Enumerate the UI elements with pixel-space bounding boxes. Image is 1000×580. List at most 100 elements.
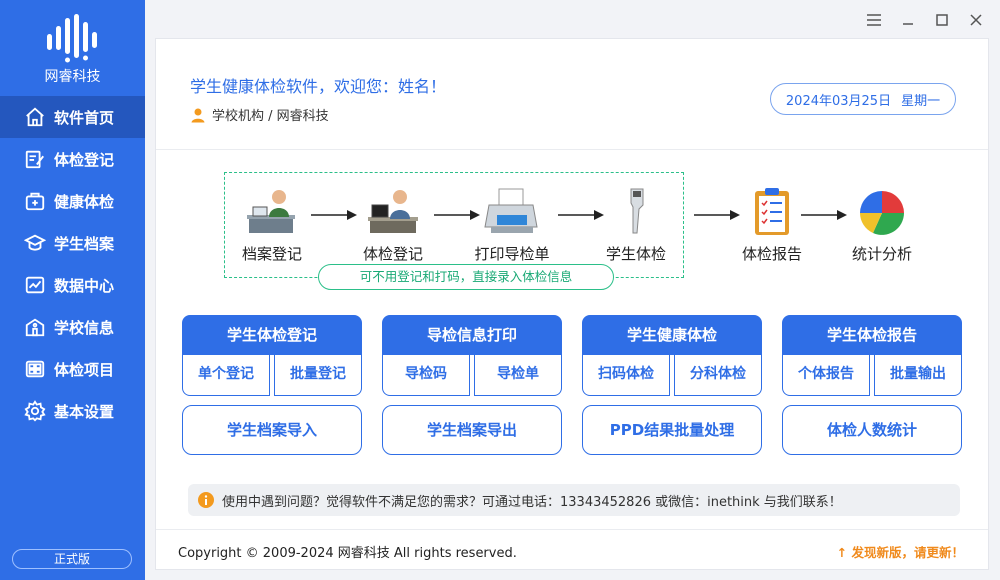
arrow-right-icon bbox=[434, 210, 480, 220]
divider bbox=[156, 149, 988, 150]
maximize-icon bbox=[936, 14, 948, 26]
sidebar-item-label: 数据中心 bbox=[54, 276, 115, 295]
arrow-right-icon bbox=[311, 210, 357, 220]
update-link[interactable]: ↑ 发现新版，请更新！ bbox=[836, 545, 964, 560]
sidebar-item-label: 软件首页 bbox=[54, 108, 115, 127]
minimize-button[interactable] bbox=[894, 8, 922, 32]
pie-chart-icon bbox=[860, 191, 904, 235]
arrow-right-icon bbox=[801, 210, 847, 220]
printer-icon bbox=[484, 188, 538, 233]
archive-register-icon bbox=[247, 190, 295, 233]
sidebar-nav: 软件首页 体检登记 健康体检 学生档案 数据中心 bbox=[0, 96, 145, 432]
info-icon bbox=[198, 492, 214, 508]
maximize-button[interactable] bbox=[928, 8, 956, 32]
sidebar-item-health-exam[interactable]: 健康体检 bbox=[0, 180, 145, 222]
sidebar-item-registration[interactable]: 体检登记 bbox=[0, 138, 145, 180]
grid-icon bbox=[24, 358, 46, 380]
step-exam-report[interactable]: 体检报告 bbox=[722, 187, 822, 264]
edition-badge: 正式版 bbox=[12, 549, 132, 569]
import-records-button[interactable]: 学生档案导入 bbox=[182, 405, 362, 455]
individual-report-button[interactable]: 个体报告 bbox=[782, 355, 870, 396]
sidebar-item-label: 学生档案 bbox=[54, 234, 115, 253]
group-title: 学生体检报告 bbox=[782, 315, 962, 355]
sidebar-item-label: 体检登记 bbox=[54, 150, 115, 169]
org-text: 学校机构 / 网睿科技 bbox=[212, 109, 329, 124]
brand-name: 网睿科技 bbox=[44, 69, 101, 85]
export-records-button[interactable]: 学生档案导出 bbox=[382, 405, 562, 455]
group-exam-report: 学生体检报告 个体报告 批量输出 bbox=[782, 315, 962, 396]
hamburger-icon bbox=[867, 14, 881, 26]
sidebar-item-label: 健康体检 bbox=[54, 192, 115, 211]
step-exam-register[interactable]: 体检登记 bbox=[343, 187, 443, 264]
sidebar-item-settings[interactable]: 基本设置 bbox=[0, 390, 145, 432]
close-icon bbox=[970, 14, 982, 26]
gear-icon bbox=[24, 400, 46, 422]
chart-icon bbox=[24, 274, 46, 296]
sidebar-item-data-center[interactable]: 数据中心 bbox=[0, 264, 145, 306]
logo-mark-icon bbox=[46, 14, 97, 63]
medical-bag-icon bbox=[24, 190, 46, 212]
sidebar-item-label: 学校信息 bbox=[54, 318, 115, 337]
step-statistics[interactable]: 统计分析 bbox=[832, 187, 932, 264]
user-icon bbox=[191, 108, 205, 122]
step-label: 体检登记 bbox=[362, 245, 423, 263]
logo: 网睿科技 bbox=[0, 12, 145, 86]
welcome-text: 学生健康体检软件，欢迎您：姓名！ bbox=[190, 77, 447, 96]
group-health-exam: 学生健康体检 扫码体检 分科体检 bbox=[582, 315, 762, 396]
arrow-right-icon bbox=[694, 210, 740, 220]
step-label: 统计分析 bbox=[851, 245, 912, 263]
flow-arrow bbox=[694, 210, 740, 220]
sidebar-item-exam-items[interactable]: 体检项目 bbox=[0, 348, 145, 390]
step-label: 档案登记 bbox=[241, 245, 302, 263]
department-exam-button[interactable]: 分科体检 bbox=[674, 355, 762, 396]
batch-register-button[interactable]: 批量登记 bbox=[274, 355, 362, 396]
group-guide-print: 导检信息打印 导检码 导检单 bbox=[382, 315, 562, 396]
barcode-scanner-icon bbox=[630, 188, 644, 234]
group-title: 学生健康体检 bbox=[582, 315, 762, 355]
flow-arrow bbox=[558, 210, 604, 220]
ppd-batch-button[interactable]: PPD结果批量处理 bbox=[582, 405, 762, 455]
step-archive-register[interactable]: 档案登记 bbox=[222, 187, 322, 264]
minimize-icon bbox=[903, 23, 913, 25]
step-label: 体检报告 bbox=[741, 245, 802, 263]
graduation-cap-icon bbox=[23, 232, 47, 254]
school-icon bbox=[24, 316, 46, 338]
menu-button[interactable] bbox=[860, 8, 888, 32]
group-title: 学生体检登记 bbox=[182, 315, 362, 355]
divider bbox=[156, 529, 988, 530]
flow-tip-badge: 可不用登记和打码，直接录入体检信息 bbox=[318, 264, 614, 290]
flow-arrow bbox=[801, 210, 847, 220]
edit-icon bbox=[24, 148, 46, 170]
window-controls bbox=[860, 8, 990, 32]
sidebar-item-label: 基本设置 bbox=[54, 402, 115, 421]
flow-arrow bbox=[311, 210, 357, 220]
sidebar-item-student-records[interactable]: 学生档案 bbox=[0, 222, 145, 264]
exam-count-stats-button[interactable]: 体检人数统计 bbox=[782, 405, 962, 455]
step-student-exam[interactable]: 学生体检 bbox=[586, 187, 686, 264]
batch-output-button[interactable]: 批量输出 bbox=[874, 355, 962, 396]
org-info: 学校机构 / 网睿科技 bbox=[190, 105, 329, 124]
guide-code-button[interactable]: 导检码 bbox=[382, 355, 470, 396]
group-title: 导检信息打印 bbox=[382, 315, 562, 355]
close-button[interactable] bbox=[962, 8, 990, 32]
guide-sheet-button[interactable]: 导检单 bbox=[474, 355, 562, 396]
step-print-guide[interactable]: 打印导检单 bbox=[462, 187, 562, 264]
sidebar-item-label: 体检项目 bbox=[54, 360, 115, 379]
arrow-right-icon bbox=[558, 210, 604, 220]
date-text: 2024年03月25日 bbox=[785, 93, 892, 109]
single-register-button[interactable]: 单个登记 bbox=[182, 355, 270, 396]
contact-notice: 使用中遇到问题？觉得软件不满足您的需求？可通过电话：13343452826 或微… bbox=[188, 484, 960, 516]
sidebar-item-home[interactable]: 软件首页 bbox=[0, 96, 145, 138]
flow-arrow bbox=[434, 210, 480, 220]
clipboard-report-icon bbox=[755, 188, 789, 235]
sidebar-item-school-info[interactable]: 学校信息 bbox=[0, 306, 145, 348]
date-display: 2024年03月25日 星期一 bbox=[770, 83, 956, 115]
scan-exam-button[interactable]: 扫码体检 bbox=[582, 355, 670, 396]
home-icon bbox=[24, 106, 46, 128]
exam-register-icon bbox=[368, 190, 418, 233]
step-label: 打印导检单 bbox=[474, 245, 550, 263]
copyright-text: Copyright © 2009-2024 网睿科技 All rights re… bbox=[178, 546, 517, 561]
sidebar: 网睿科技 软件首页 体检登记 健康体检 学生档案 bbox=[0, 0, 145, 580]
notice-text: 使用中遇到问题？觉得软件不满足您的需求？可通过电话：13343452826 或微… bbox=[222, 494, 842, 510]
weekday-text: 星期一 bbox=[901, 93, 941, 109]
